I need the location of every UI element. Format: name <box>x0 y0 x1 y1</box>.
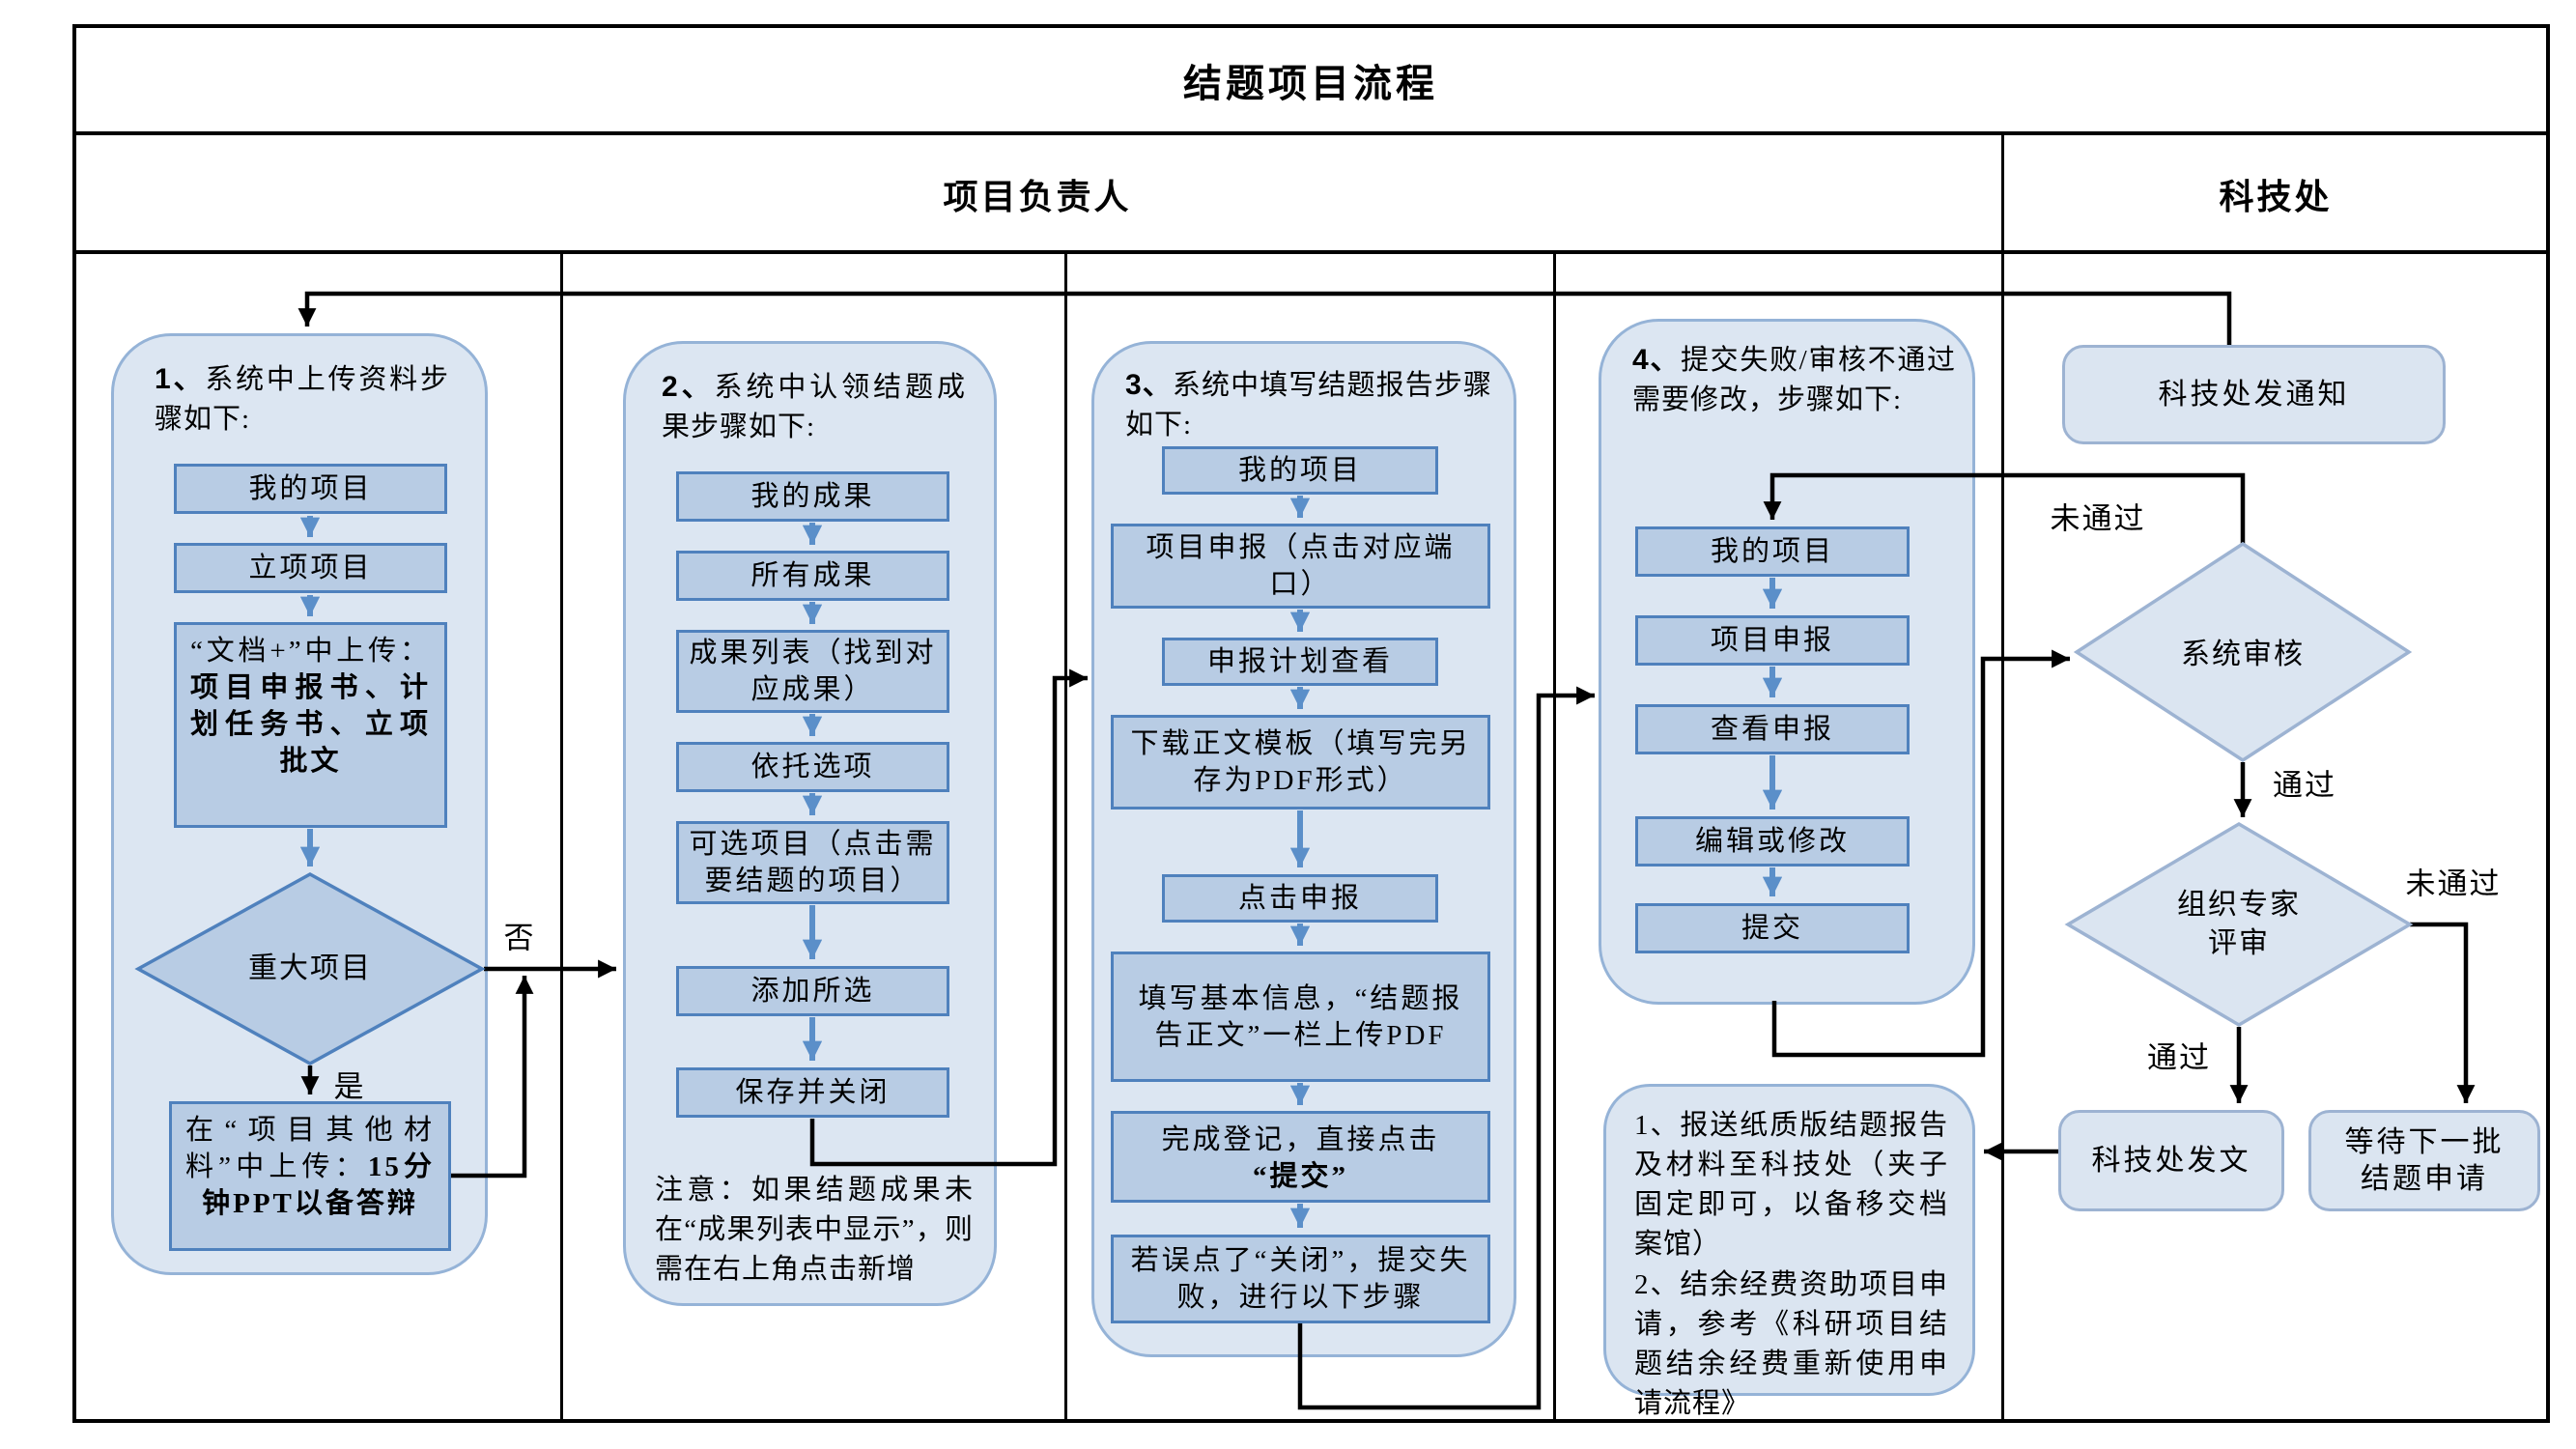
table-outer-border <box>72 24 2550 1423</box>
g4-step-my-projects: 我的项目 <box>1635 526 1910 577</box>
label-pass-top: 通过 <box>2273 768 2336 803</box>
decision-expert-review-shape <box>2064 821 2414 1028</box>
edge-ppt-loopback <box>451 976 534 1179</box>
g3-step-complete-submit: 完成登记，直接点击“提交” <box>1111 1111 1490 1203</box>
g3-step-my-projects: 我的项目 <box>1162 446 1438 495</box>
lane-sci-tech-office: 科技处 <box>2219 178 2333 216</box>
group2-title: 2、系统中认领结题成果步骤如下: <box>662 371 966 442</box>
col-divider-1 <box>560 254 563 1421</box>
g1-step-my-projects: 我的项目 <box>174 464 447 514</box>
g4-step-edit-modify: 编辑或修改 <box>1635 816 1910 867</box>
g4-step-project-declare: 项目申报 <box>1635 615 1910 666</box>
decision-expert-review-label: 组织专家评审 <box>2177 889 2301 959</box>
row-divider-1 <box>72 131 2550 135</box>
g1-step-upload-docs: “文档+”中上传：项目申报书、计划任务书、立项批文 <box>174 622 447 828</box>
g3-step-project-declare-port: 项目申报（点击对应端口） <box>1111 524 1490 609</box>
office-notice-box: 科技处发通知 <box>2062 345 2446 444</box>
g3-step-plan-view: 申报计划查看 <box>1162 638 1438 686</box>
g3-step-fill-basic-info: 填写基本信息，“结题报告正文”一栏上传PDF <box>1111 952 1490 1082</box>
decision-major-project-shape <box>134 872 486 1065</box>
group2-note: 注意：如果结题成果未在“成果列表中显示”，则需在右上角点击新增 <box>655 1175 974 1285</box>
page-title: 结题项目流程 <box>1183 62 1438 105</box>
g2-step-add-selected: 添加所选 <box>676 966 949 1016</box>
col-divider-3 <box>1553 254 1556 1421</box>
g3-step-submit-failed: 若误点了“关闭”，提交失败，进行以下步骤 <box>1111 1235 1490 1323</box>
decision-major-project-label: 重大项目 <box>248 952 372 984</box>
edge-notice-to-group1 <box>297 291 2232 345</box>
edge-group2-to-group3 <box>809 668 1088 1167</box>
g2-step-all-achievements: 所有成果 <box>676 551 949 601</box>
decision-system-review-shape <box>2073 541 2413 763</box>
col-divider-4 <box>2001 254 2004 1421</box>
g4-step-view-declare: 查看申报 <box>1635 704 1910 754</box>
g4-step-submit: 提交 <box>1635 903 1910 953</box>
wait-next-batch-box: 等待下一批结题申请 <box>2308 1110 2540 1211</box>
office-issue-box: 科技处发文 <box>2058 1110 2284 1211</box>
paper-submission-note-panel <box>1603 1084 1975 1396</box>
group3-title: 3、系统中填写结题报告步骤如下: <box>1125 369 1492 440</box>
label-fail-left: 未通过 <box>2050 501 2146 536</box>
label-pass-bottom: 通过 <box>2147 1040 2211 1075</box>
label-yes: 是 <box>333 1069 366 1104</box>
label-fail-right: 未通过 <box>2405 867 2502 901</box>
lane-project-leader: 项目负责人 <box>943 178 1132 216</box>
g2-step-my-achievements: 我的成果 <box>676 471 949 522</box>
col-divider-2 <box>1064 254 1067 1421</box>
label-no: 否 <box>503 921 536 955</box>
edge-group4-to-system-review <box>1771 649 2070 1058</box>
paper-submission-note-2: 2、结余经费资助项目申请，参考《科研项目结题结余经费重新使用申请流程》 <box>1634 1269 1948 1419</box>
g1-step-upload-ppt: 在“项目其他材料”中上传：15分钟PPT以备答辩 <box>169 1101 451 1251</box>
g3-step-download-template: 下载正文模板（填写完另存为PDF形式） <box>1111 715 1490 810</box>
edge-expert-fail-to-wait <box>2410 922 2476 1103</box>
decision-system-review-label: 系统审核 <box>2181 639 2305 670</box>
g2-step-achievement-list: 成果列表（找到对应成果） <box>676 630 949 713</box>
g1-step-approved-projects: 立项项目 <box>174 543 447 593</box>
lane-divider-header <box>2001 131 2004 254</box>
g3-step-click-declare: 点击申报 <box>1162 874 1438 923</box>
g2-step-save-close: 保存并关闭 <box>676 1067 949 1118</box>
g2-step-selectable-projects: 可选项目（点击需要结题的项目） <box>676 821 949 904</box>
edge-fail-to-group4 <box>1763 472 2246 546</box>
group4-title: 4、提交失败/审核不通过需要修改，步骤如下: <box>1632 344 1957 415</box>
paper-submission-note-1: 1、报送纸质版结题报告及材料至科技处（夹子固定即可，以备移交档案馆） <box>1634 1110 1948 1260</box>
row-divider-2 <box>72 250 2550 254</box>
group1-title: 1、系统中上传资料步骤如下: <box>155 363 449 435</box>
edge-group3-to-group4 <box>1297 686 1595 1410</box>
g2-step-support-option: 依托选项 <box>676 742 949 792</box>
